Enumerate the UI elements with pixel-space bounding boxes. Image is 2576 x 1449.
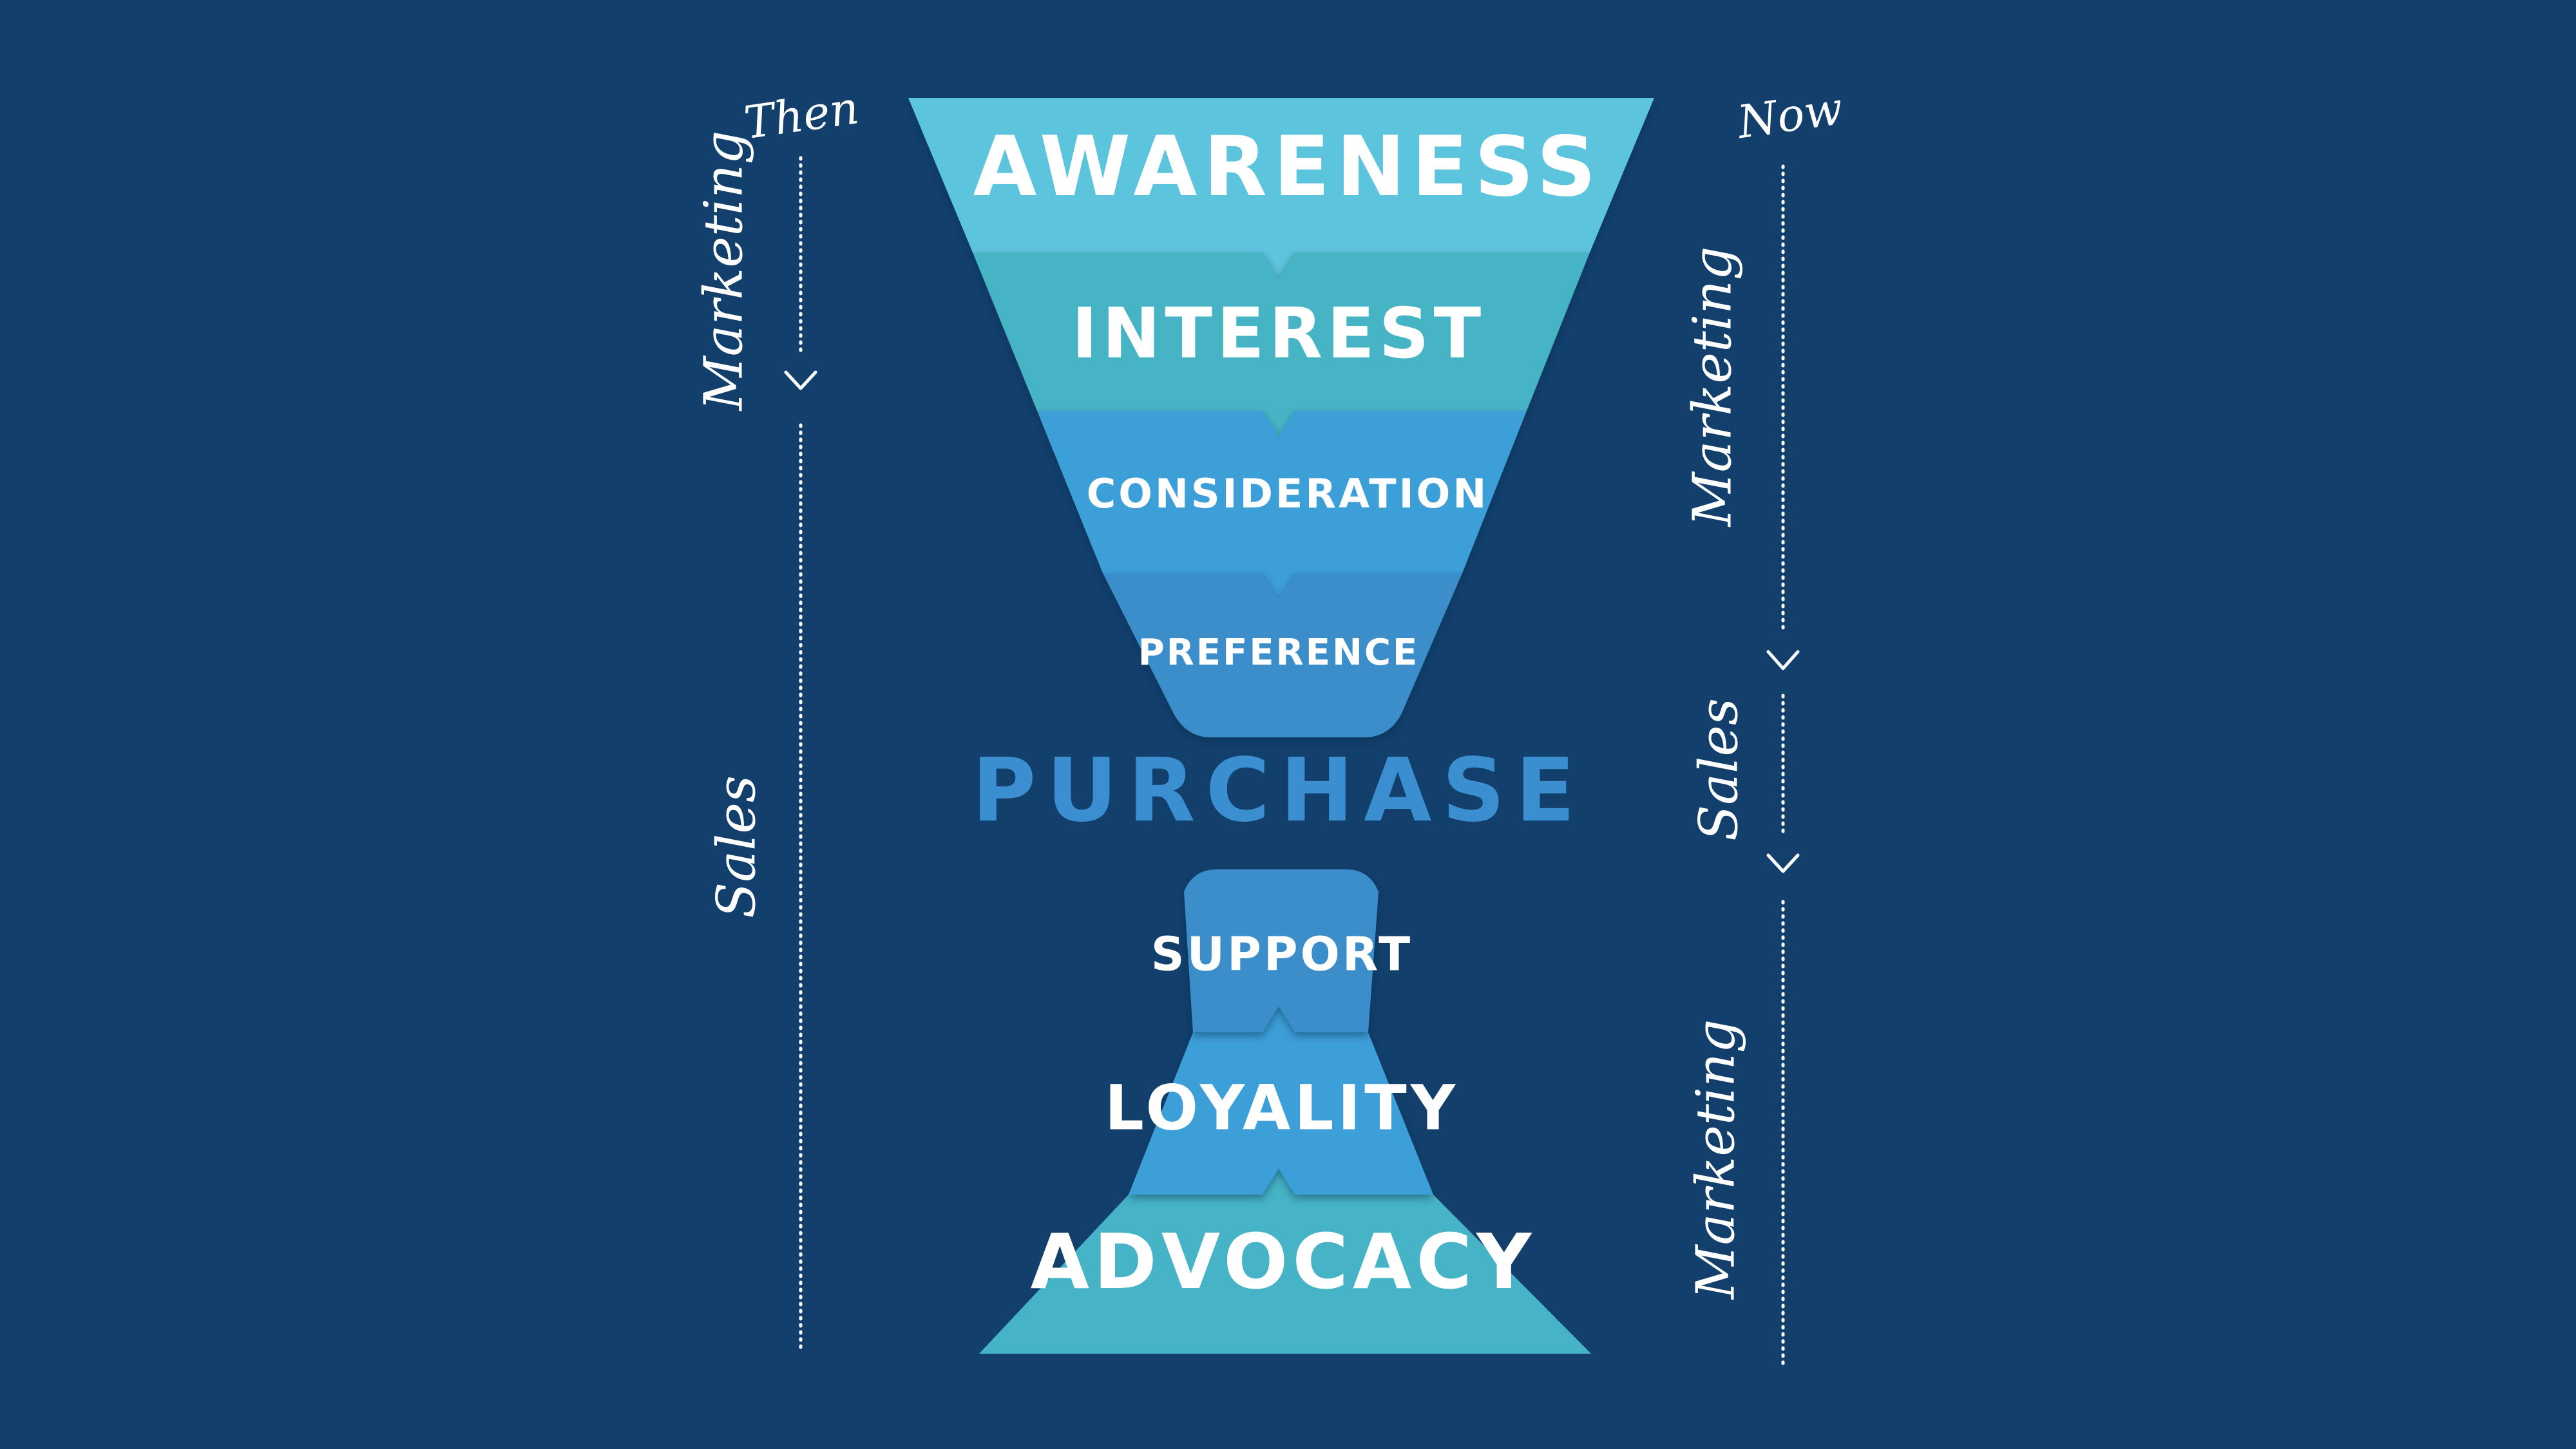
then-heading: Then bbox=[741, 81, 862, 149]
top-funnel: AWARENESS INTEREST CONSIDERATION PREFERE… bbox=[908, 98, 1654, 737]
funnel-stage-interest bbox=[973, 252, 1590, 437]
stage-label-consideration: CONSIDERATION bbox=[1087, 470, 1489, 517]
funnel-stage-preference bbox=[1103, 573, 1462, 737]
funnel-stage-advocacy bbox=[979, 1169, 1591, 1354]
funnel-stage-consideration bbox=[1037, 411, 1527, 599]
left-column-then: Then Marketing Sales bbox=[694, 81, 862, 1351]
stage-label-loyality: LOYALITY bbox=[1105, 1072, 1459, 1144]
now-heading: Now bbox=[1733, 82, 1846, 149]
right-marketing-top-chevron-icon bbox=[1766, 650, 1800, 670]
funnel-stage-awareness bbox=[908, 98, 1654, 278]
right-marketing-label-bottom: Marketing bbox=[1686, 1019, 1747, 1301]
purchase-label: PURCHASE bbox=[972, 740, 1586, 842]
right-sales-chevron-icon bbox=[1766, 853, 1800, 873]
right-marketing-label-top: Marketing bbox=[1683, 247, 1744, 528]
left-sales-label: Sales bbox=[707, 775, 768, 918]
bottom-funnel: ADVOCACY LOYALITY SUPPORT bbox=[979, 869, 1591, 1354]
funnel-stage-loyality bbox=[1129, 1007, 1433, 1195]
right-sales-label: Sales bbox=[1689, 698, 1750, 841]
left-marketing-chevron-icon bbox=[784, 370, 817, 390]
stage-label-advocacy: ADVOCACY bbox=[1031, 1217, 1536, 1306]
left-marketing-label: Marketing bbox=[694, 131, 755, 412]
right-column-now: Now Marketing Sales Marketing bbox=[1683, 82, 1846, 1370]
stage-label-interest: INTEREST bbox=[1072, 294, 1485, 374]
stage-label-awareness: AWARENESS bbox=[973, 119, 1603, 215]
funnel-stage-support bbox=[1184, 869, 1379, 1032]
stage-label-support: SUPPORT bbox=[1151, 927, 1413, 981]
stage-label-preference: PREFERENCE bbox=[1138, 632, 1420, 674]
